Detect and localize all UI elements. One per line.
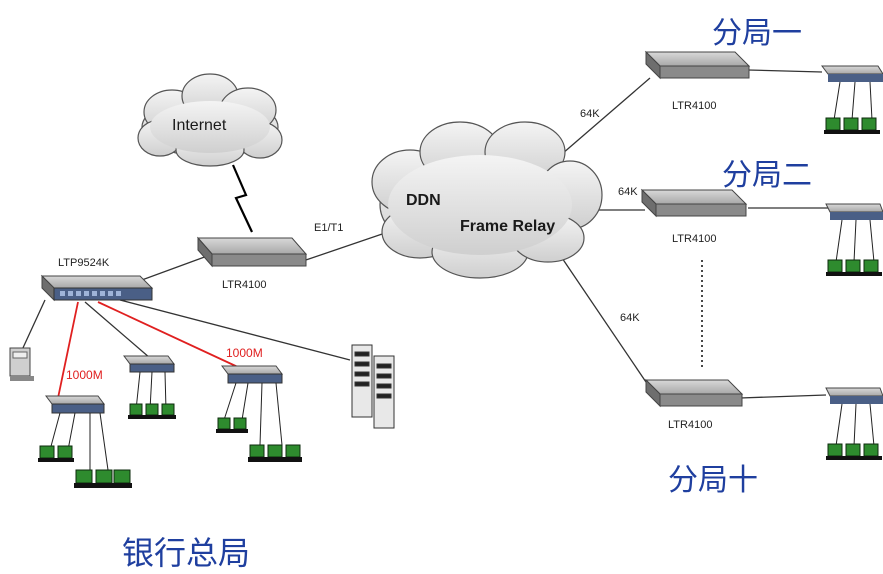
frame-relay-label: Frame Relay xyxy=(460,218,556,235)
gig-right-label: 1000M xyxy=(226,346,263,360)
router-branch10-label: LTR4100 xyxy=(668,419,713,431)
hub-left-icon xyxy=(45,395,105,414)
branch2-lan-icon xyxy=(825,203,883,276)
link-ddn-branch10 xyxy=(559,254,649,386)
gig-links xyxy=(57,301,241,399)
core-switch-label: LTP9524K xyxy=(58,257,110,269)
router-branch1-icon xyxy=(644,50,751,80)
gig-link-right xyxy=(97,301,241,369)
internet-label: Internet xyxy=(172,117,227,134)
branch1-lan-icon xyxy=(821,65,883,134)
hub-drop-lines xyxy=(49,371,283,471)
branch2-title: 分局二 xyxy=(722,158,812,193)
link-switch-printer xyxy=(21,299,46,351)
hub-right-icon xyxy=(221,365,283,384)
ddn-cloud xyxy=(371,121,603,279)
internet-cloud xyxy=(137,73,283,167)
link-switch-server xyxy=(119,299,351,361)
speed-branch2-label: 64K xyxy=(618,186,638,198)
router-branch2-label: LTR4100 xyxy=(672,233,717,245)
router-branch1-label: LTR4100 xyxy=(672,100,717,112)
hub-middle-icon xyxy=(123,355,175,373)
branch10-lan-icon xyxy=(825,387,883,460)
ddn-label: DDN xyxy=(406,192,441,209)
terminal-bases xyxy=(38,415,302,488)
link-branch1-lan xyxy=(747,69,823,73)
gig-link-left xyxy=(57,301,79,399)
router-branch2-icon xyxy=(640,188,748,218)
server-rack-icon xyxy=(351,344,395,429)
printer-icon xyxy=(9,347,34,381)
link-ddn-branch1 xyxy=(554,77,651,161)
hq-title: 银行总局 xyxy=(122,534,251,572)
branch1-title: 分局一 xyxy=(712,16,802,51)
router-hq-label: LTR4100 xyxy=(222,279,267,291)
router-hq-icon xyxy=(196,236,308,268)
speed-branch10-label: 64K xyxy=(620,312,640,324)
branch10-title: 分局十 xyxy=(668,463,758,498)
e1t1-label: E1/T1 xyxy=(314,222,344,234)
link-branch10-lan xyxy=(739,394,827,399)
core-switch-icon xyxy=(40,274,154,302)
speed-branch1-label: 64K xyxy=(580,108,600,120)
gig-left-label: 1000M xyxy=(66,368,103,382)
link-switch-hub-middle xyxy=(84,301,151,359)
link-internet-lightning xyxy=(231,164,253,233)
router-branch10-icon xyxy=(644,378,744,408)
